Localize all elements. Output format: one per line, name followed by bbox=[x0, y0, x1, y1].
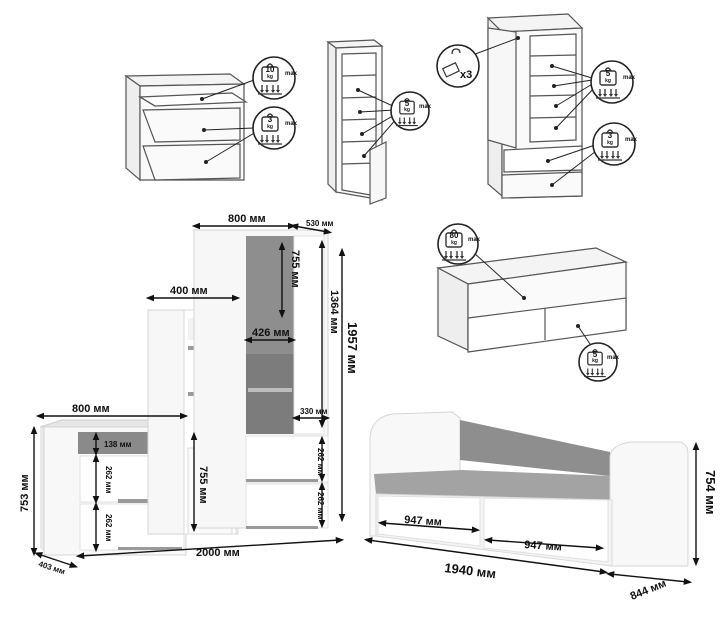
dim-wardrobe-drawer-depth: 330 мм bbox=[300, 407, 327, 416]
dim-total-width: 2000 мм bbox=[196, 547, 240, 559]
svg-text:kg: kg bbox=[607, 140, 613, 146]
svg-text:max: max bbox=[468, 237, 481, 243]
svg-text:80: 80 bbox=[450, 231, 459, 240]
svg-text:10: 10 bbox=[266, 65, 275, 74]
dim-shelf-width: 400 мм bbox=[170, 285, 208, 297]
dim-wardrobe-width: 800 мм bbox=[228, 213, 266, 225]
svg-text:max: max bbox=[625, 137, 638, 143]
svg-text:5: 5 bbox=[606, 69, 611, 78]
svg-text:5: 5 bbox=[593, 350, 598, 359]
svg-text:5: 5 bbox=[405, 99, 410, 108]
svg-text:max: max bbox=[607, 355, 620, 361]
dim-wardrobe-shelf-width: 426 мм bbox=[252, 327, 290, 339]
svg-text:x3: x3 bbox=[460, 69, 472, 81]
weight-badge-80kg: 80 kg max bbox=[437, 223, 481, 265]
svg-text:kg: kg bbox=[267, 124, 273, 130]
dim-chest-height: 753 мм bbox=[19, 474, 31, 512]
shelf-unit-sketch bbox=[326, 39, 387, 205]
svg-text:kg: kg bbox=[451, 240, 457, 246]
dim-bed-height: 754 мм bbox=[703, 470, 718, 515]
svg-text:3: 3 bbox=[268, 115, 273, 124]
dim-wardrobe-depth: 530 мм bbox=[306, 219, 333, 228]
svg-text:kg: kg bbox=[605, 78, 611, 84]
weight-badge-5kg-bed: 5 kg max bbox=[578, 342, 620, 382]
wardrobe-render bbox=[193, 229, 329, 529]
bed-render bbox=[369, 411, 689, 567]
weight-badge-3kg-wardrobe: 3 kg max bbox=[592, 122, 638, 166]
dim-wardrobe-drawer-2: 262 мм bbox=[316, 492, 325, 519]
svg-text:kg: kg bbox=[404, 107, 410, 113]
dim-bed-drawer-right: 947 мм bbox=[524, 539, 562, 554]
weight-badge-5kg-wardrobe: 5 kg max bbox=[590, 60, 636, 104]
dim-shelf-door-height: 755 мм bbox=[197, 466, 209, 504]
svg-text:kg: kg bbox=[592, 358, 598, 364]
svg-text:max: max bbox=[285, 71, 298, 77]
svg-text:max: max bbox=[419, 104, 432, 110]
bed-sketch bbox=[436, 247, 629, 353]
wardrobe-sketch bbox=[486, 13, 584, 199]
dim-wardrobe-height: 1957 мм bbox=[345, 322, 360, 374]
svg-text:kg: kg bbox=[267, 74, 273, 80]
weight-badge-3kg-chest: 3 kg max bbox=[252, 106, 298, 150]
chest-of-drawers-sketch bbox=[124, 73, 248, 182]
dim-chest-top-drawer: 138 мм bbox=[104, 440, 131, 449]
svg-text:max: max bbox=[623, 75, 636, 81]
dim-bed-drawer-left: 947 мм bbox=[404, 514, 442, 529]
dim-chest-drawer-2: 262 мм bbox=[104, 466, 113, 493]
dim-chest-width: 800 мм bbox=[72, 403, 110, 415]
dim-chest-drawer-3: 262 мм bbox=[104, 514, 113, 541]
svg-text:max: max bbox=[285, 121, 298, 127]
dim-bed-length: 1940 мм bbox=[444, 560, 497, 581]
weight-badge-10kg: 10 kg max bbox=[252, 56, 298, 100]
dim-bed-depth: 844 мм bbox=[629, 578, 668, 603]
dim-wardrobe-door-height: 755 мм bbox=[289, 250, 301, 288]
hanger-rail-icon: x3 bbox=[436, 44, 480, 88]
dim-wardrobe-drawer-1: 262 мм bbox=[316, 448, 325, 475]
svg-text:3: 3 bbox=[608, 131, 613, 140]
dim-wardrobe-inner-height: 1364 мм bbox=[328, 290, 340, 334]
weight-badge-5kg-shelf: 5 kg max bbox=[390, 91, 432, 131]
